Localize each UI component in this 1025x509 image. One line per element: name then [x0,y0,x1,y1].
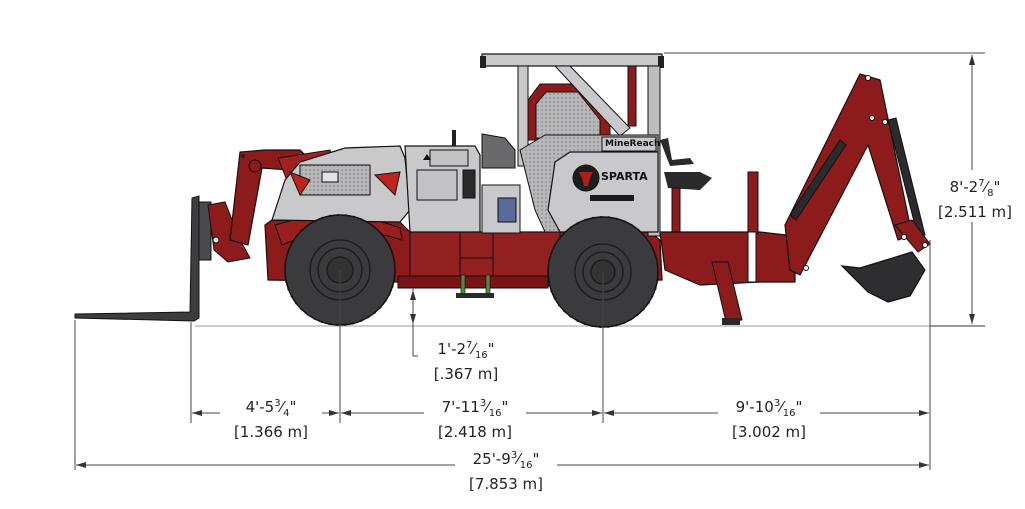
frac-den: 16 [782,408,796,419]
frac-den: 8 [987,188,994,199]
frac-den: 16 [488,408,502,419]
overall-length-metric: [7.853 m] [468,475,544,493]
frac-den: 4 [283,408,290,419]
frac-num: 7 [466,340,473,351]
frac-den: 16 [519,460,533,471]
frac-num: 3 [510,450,518,461]
rear-overhang-label: 9'-103⁄16" [3.002 m] [718,394,820,442]
engine-hood [271,130,481,233]
rear-overhang-imperial: 9'-10 [735,398,774,416]
wheelbase-imperial: 7'-11 [441,398,480,416]
front-overhang-label: 4'-53⁄4" [1.366 m] [220,394,322,442]
frac-num: 7 [978,178,985,189]
ground-clearance-imperial: 1'-2 [437,340,467,358]
brand-logo-text: SPARTA [601,170,648,183]
overall-height-imperial: 8'-2 [949,178,979,196]
overall-height-metric: [2.511 m] [937,203,1013,221]
frac-den: 16 [474,350,488,361]
overall-length-imperial: 25'-9 [472,450,511,468]
ground-clearance-metric: [.367 m] [433,365,499,383]
overall-length-label: 25'-93⁄16" [7.853 m] [455,446,557,494]
overall-height-label: 8'-27⁄8" [2.511 m] [928,174,1022,222]
cab-rops [480,53,712,237]
model-badge: MineReach [605,139,661,149]
front-overhang-imperial: 4'-5 [245,398,275,416]
fork-attachment [74,195,251,322]
wheelbase-metric: [2.418 m] [437,423,513,441]
backhoe-bucket [840,251,926,303]
frac-num: 3 [773,398,781,409]
frac-num: 3 [274,398,281,409]
rear-overhang-metric: [3.002 m] [731,423,807,441]
dimension-arrowheads [76,55,975,468]
wheelbase-label: 7'-113⁄16" [2.418 m] [424,394,526,442]
front-overhang-metric: [1.366 m] [233,423,309,441]
frac-num: 3 [479,398,487,409]
ground-clearance-label: 1'-27⁄16" [.367 m] [418,336,514,384]
backhoe-assembly [659,73,931,325]
